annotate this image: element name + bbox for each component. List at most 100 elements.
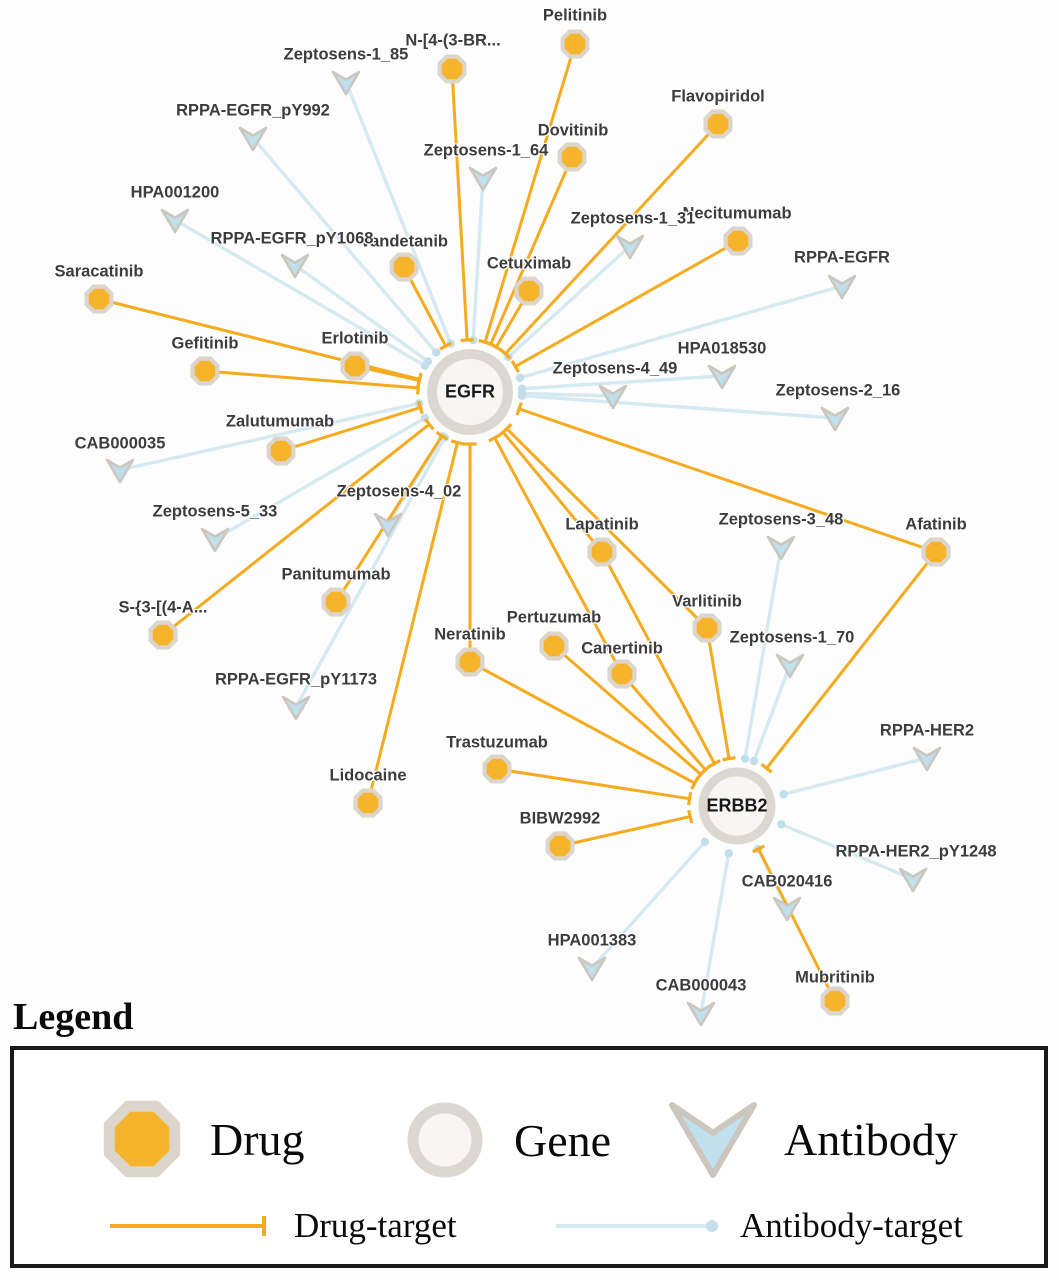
drug-octagon-shape xyxy=(148,620,178,650)
antibody-node-zeptosens_1_31[interactable] xyxy=(613,231,647,261)
drug-label-trastuzumab: Trastuzumab xyxy=(446,733,548,752)
antibody-node-zeptosens_2_16[interactable] xyxy=(818,403,852,433)
antibody-chevron-shape xyxy=(577,956,607,982)
drug-octagon-shape xyxy=(692,613,722,643)
drug-node-flavopiridol[interactable] xyxy=(702,108,734,140)
antibody-node-rppa_her2[interactable] xyxy=(910,743,944,773)
antibody-node-cab000043[interactable] xyxy=(684,998,718,1028)
drug-node-saracatinib[interactable] xyxy=(83,283,115,315)
drug-octagon-shape xyxy=(820,986,850,1016)
drug-node-trastuzumab[interactable] xyxy=(481,753,513,785)
antibody-label-zeptosens_1_70: Zeptosens-1_70 xyxy=(729,628,855,647)
drug-node-panitumumab[interactable] xyxy=(320,586,352,618)
antibody-target-edge xyxy=(752,664,792,762)
drug-node-vandetanib[interactable] xyxy=(388,251,420,283)
antibody-node-cab000035[interactable] xyxy=(103,455,137,485)
drug-target-edge xyxy=(469,660,696,785)
drug-target-arrow-tee xyxy=(752,844,766,854)
drug-target-edge xyxy=(705,627,731,759)
drug-node-neratinib[interactable] xyxy=(454,646,486,678)
drug-target-arrow-tee xyxy=(722,756,736,762)
drug-octagon-shape xyxy=(84,284,114,314)
antibody-target-arrow-dot xyxy=(432,348,441,357)
drug-node-lapatinib[interactable] xyxy=(586,536,618,568)
antibody-chevron-shape xyxy=(772,896,802,922)
antibody-chevron-shape xyxy=(775,653,805,679)
antibody-label-zeptosens_3_48: Zeptosens-3_48 xyxy=(718,510,844,529)
antibody-node-rppa_her2_py1248[interactable] xyxy=(896,864,930,894)
antibody-node-rppa_egfr_py1068[interactable] xyxy=(278,250,312,280)
antibody-label-hpa001383: HPA001383 xyxy=(547,931,637,950)
drug-target-edge xyxy=(553,644,702,776)
drug-octagon-shape xyxy=(703,109,733,139)
drug-octagon-shape xyxy=(437,54,467,84)
drug-label-dovitinib: Dovitinib xyxy=(537,121,609,140)
antibody-chevron-shape xyxy=(598,384,628,410)
legend-label-antibody-target: Antibody-target xyxy=(740,1206,963,1245)
antibody-target-line-sample xyxy=(556,1220,718,1232)
gene-node-egfr[interactable]: EGFR xyxy=(422,344,518,440)
drug-node-gefitinib[interactable] xyxy=(189,355,221,387)
drug-label-canertinib: Canertinib xyxy=(581,639,663,658)
drug-octagon-shape xyxy=(321,587,351,617)
antibody-node-zeptosens_5_33[interactable] xyxy=(198,524,232,554)
antibody-node-zeptosens_1_70[interactable] xyxy=(773,650,807,680)
drug-label-n_4_3_br: N-[4-(3-BR... xyxy=(405,31,501,50)
drug-node-mubritinib[interactable] xyxy=(819,985,851,1017)
antibody-node-rppa_egfr_py992[interactable] xyxy=(236,123,270,153)
drug-target-edge xyxy=(518,407,937,554)
antibody-chevron-shape xyxy=(669,1102,757,1178)
antibody-node-zeptosens_4_49[interactable] xyxy=(596,381,630,411)
antibody-label-rppa_egfr_py992: RPPA-EGFR_pY992 xyxy=(176,101,330,120)
antibody-node-rppa_egfr_py1173[interactable] xyxy=(279,692,313,722)
drug-node-n_4_3_br[interactable] xyxy=(436,53,468,85)
antibody-node-hpa018530[interactable] xyxy=(705,361,739,391)
antibody-node-hpa001200[interactable] xyxy=(158,205,192,235)
drug-node-pelitinib[interactable] xyxy=(559,28,591,60)
drug-target-arrow-tee xyxy=(707,759,721,769)
antibody-node-zeptosens_4_02[interactable] xyxy=(371,509,405,539)
antibody-chevron-shape xyxy=(280,253,310,279)
drug-node-afatinib[interactable] xyxy=(920,536,952,568)
drug-target-edge xyxy=(366,442,459,804)
drug-node-lidocaine[interactable] xyxy=(352,787,384,819)
antibody-target-edge xyxy=(521,393,836,420)
antibody-label-zeptosens_1_31: Zeptosens-1_31 xyxy=(570,209,696,228)
drug-node-dovitinib[interactable] xyxy=(556,141,588,173)
antibody-node-zeptosens_1_85[interactable] xyxy=(329,67,363,97)
drug-node-erlotinib[interactable] xyxy=(339,350,371,382)
drug-label-vandetanib: Vandetanib xyxy=(359,232,449,251)
drug-node-bibw2992[interactable] xyxy=(544,830,576,862)
drug-node-s_3_4_a[interactable] xyxy=(147,619,179,651)
gene-circle-shape xyxy=(407,1102,483,1178)
drug-target-arrow-tee xyxy=(515,402,523,416)
drug-target-edge xyxy=(505,427,709,630)
antibody-target-edge xyxy=(471,177,485,341)
antibody-node-hpa001383[interactable] xyxy=(575,953,609,983)
antibody-label-hpa018530: HPA018530 xyxy=(677,339,767,358)
drug-node-necitumumab[interactable] xyxy=(722,225,754,257)
antibody-target-arrow-dot xyxy=(700,837,710,846)
legend-title: Legend xyxy=(13,996,134,1038)
drug-node-canertinib[interactable] xyxy=(606,658,638,690)
drug-octagon-shape xyxy=(482,754,512,784)
antibody-node-rppa_egfr[interactable] xyxy=(825,271,859,301)
antibody-chevron-shape xyxy=(820,406,850,432)
drug-node-pertuzumab[interactable] xyxy=(538,630,570,662)
drug-octagon-shape xyxy=(723,226,753,256)
gene-node-erbb2[interactable]: ERBB2 xyxy=(694,763,780,849)
drug-node-zalutumumab[interactable] xyxy=(265,435,297,467)
drug-node-varlitinib[interactable] xyxy=(691,612,723,644)
legend-item-drug-target: Drug-target xyxy=(106,1206,457,1246)
antibody-target-arrow-dot xyxy=(777,820,786,829)
antibody-target-arrow-dot xyxy=(779,790,788,799)
antibody-node-cab020416[interactable] xyxy=(770,893,804,923)
drug-target-edge xyxy=(483,43,577,343)
antibody-node-zeptosens_3_48[interactable] xyxy=(764,532,798,562)
legend-box xyxy=(10,1046,1048,1268)
drug-label-lapatinib: Lapatinib xyxy=(565,515,639,534)
drug-node-cetuximab[interactable] xyxy=(513,275,545,307)
drug-label-bibw2992: BIBW2992 xyxy=(519,809,601,828)
antibody-node-zeptosens_1_64[interactable] xyxy=(466,163,500,193)
drug-label-pertuzumab: Pertuzumab xyxy=(506,608,602,627)
